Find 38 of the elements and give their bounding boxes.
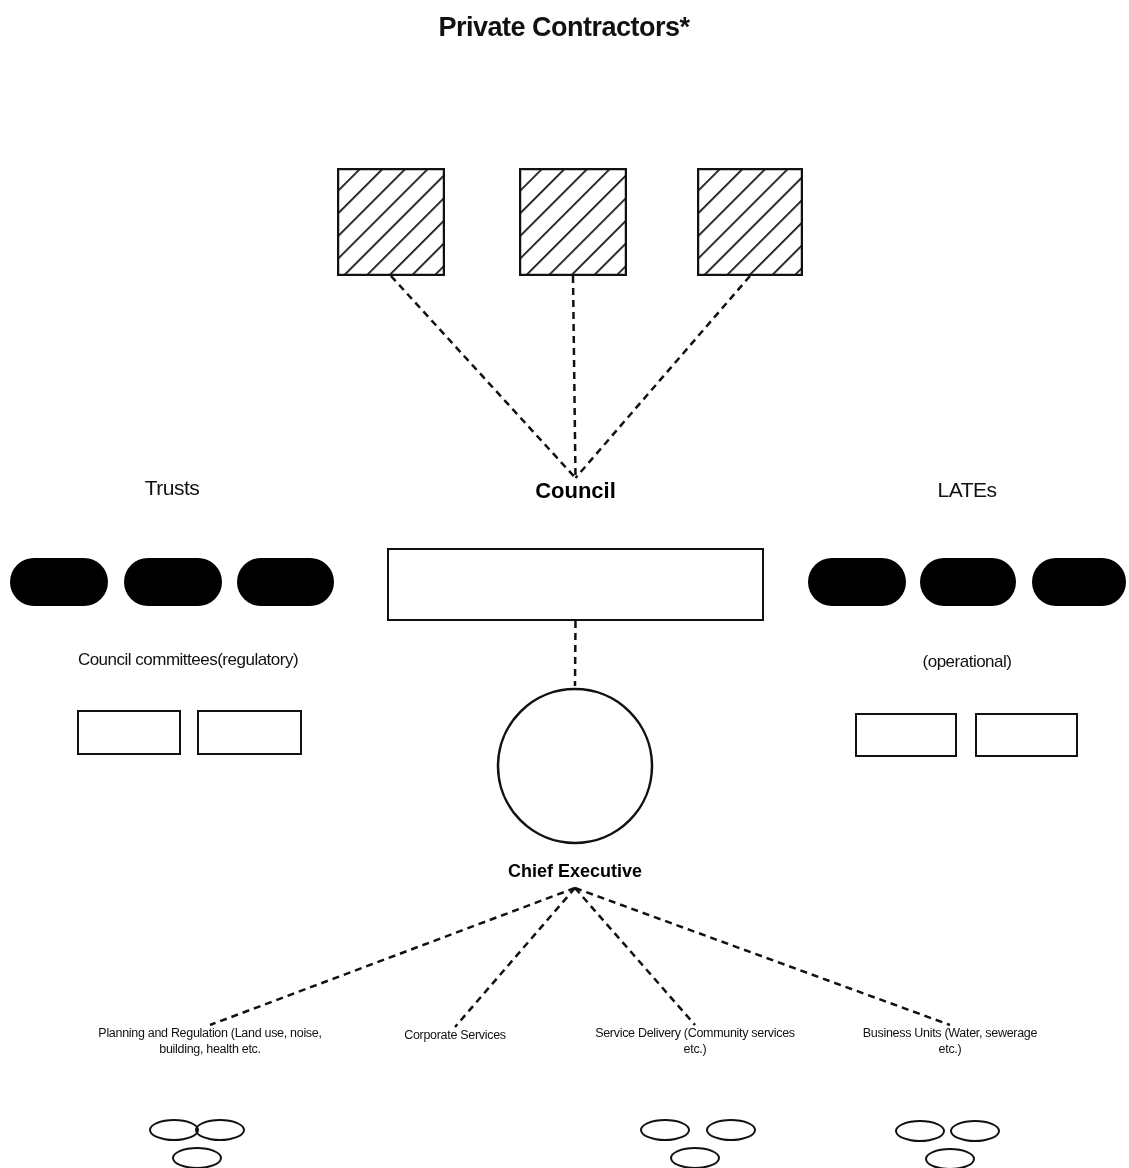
small-ellipse <box>195 1119 245 1141</box>
department-label: Corporate Services <box>375 1027 535 1047</box>
small-ellipse <box>172 1147 222 1168</box>
department-label: Business Units (Water, sewerage etc.) <box>860 1025 1040 1063</box>
small-ellipse <box>950 1120 1000 1142</box>
group-label: LATEs <box>937 478 997 502</box>
dashed-connector <box>574 887 696 1026</box>
small-ellipse <box>149 1119 199 1141</box>
chief-executive-label: Chief Executive <box>507 861 643 881</box>
department-label: Service Delivery (Community services etc.) <box>590 1025 800 1063</box>
empty-rectangle <box>975 713 1078 757</box>
filled-pill <box>10 558 108 606</box>
council-heading: Council <box>535 478 616 503</box>
dashed-connector <box>454 887 576 1028</box>
filled-pill <box>124 558 222 606</box>
small-ellipse <box>640 1119 690 1141</box>
filled-pill <box>808 558 906 606</box>
filled-pill <box>920 558 1016 606</box>
group-label: Trusts <box>144 476 200 500</box>
empty-rectangle <box>855 713 957 757</box>
dashed-connector <box>390 275 577 479</box>
small-ellipse <box>706 1119 756 1141</box>
filled-pill <box>237 558 334 606</box>
dashed-connector <box>571 276 577 478</box>
small-ellipse <box>895 1120 945 1142</box>
empty-rectangle <box>197 710 302 755</box>
dashed-connector <box>574 275 751 479</box>
group-label: Council committees(regulatory) <box>77 650 299 670</box>
small-ellipse <box>670 1147 720 1168</box>
department-label: Planning and Regulation (Land use, noise, building, health etc. <box>95 1025 325 1063</box>
title: Private Contractors* <box>438 12 690 43</box>
group-label: (operational) <box>922 652 1012 672</box>
dashed-connector <box>574 886 951 1027</box>
dashed-connector <box>573 621 577 686</box>
small-ellipse <box>925 1148 975 1168</box>
filled-pill <box>1032 558 1126 606</box>
empty-rectangle <box>77 710 181 755</box>
dashed-connector <box>209 886 576 1027</box>
